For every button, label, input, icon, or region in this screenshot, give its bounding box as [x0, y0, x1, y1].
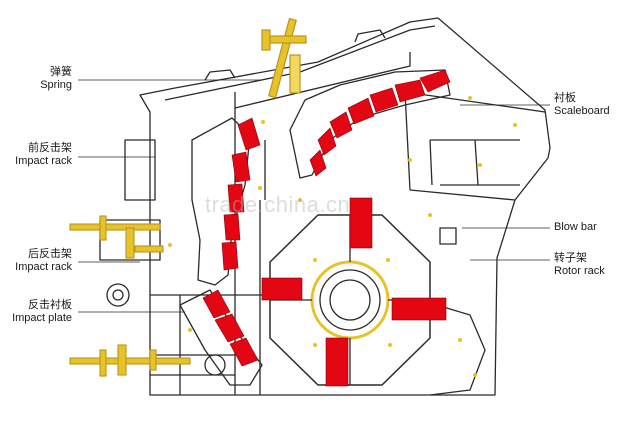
- liner-top-5: [329, 111, 353, 139]
- blow-bar-bottom: [325, 337, 349, 387]
- label-impact-plate: 反击衬板 Impact plate: [0, 299, 72, 325]
- label-rotor-rack-en: Rotor rack: [554, 265, 605, 277]
- liner-front-4: [223, 213, 241, 241]
- left-screw-upper: [69, 215, 164, 259]
- bottom-rack: [419, 299, 486, 396]
- label-rotor-rack-cn: 转子架: [554, 252, 587, 264]
- label-rear-impact-rack-en: Impact rack: [15, 261, 72, 273]
- liner-top-1: [419, 69, 451, 93]
- bolt-dots: [168, 96, 517, 377]
- label-front-impact-rack-cn: 前反击架: [28, 142, 72, 154]
- label-impact-plate-cn: 反击衬板: [28, 299, 72, 311]
- scaleboard-liners: [404, 91, 546, 201]
- top-handle-right: [354, 29, 386, 43]
- top-handle-left: [204, 69, 236, 81]
- blow-bar-top: [349, 197, 373, 249]
- crusher-housing: [139, 17, 551, 396]
- right-latch: [439, 227, 457, 245]
- label-spring-cn: 弹簧: [50, 66, 72, 78]
- label-scaleboard: 衬板 Scaleboard: [554, 92, 610, 118]
- liner-front-5: [221, 241, 239, 271]
- liner-front-3: [227, 183, 245, 213]
- label-blow-bar-en: Blow bar: [554, 221, 597, 233]
- label-front-impact-rack-en: Impact rack: [15, 155, 72, 167]
- left-pivot: [106, 283, 130, 307]
- label-spring-en: Spring: [40, 79, 72, 91]
- bottom-pivot: [204, 354, 226, 376]
- left-pivot-inner: [112, 289, 124, 301]
- red-liners: [202, 69, 451, 387]
- left-screw-lower: [69, 344, 191, 377]
- liner-rear-1: [202, 289, 231, 319]
- label-rotor-rack: 转子架 Rotor rack: [554, 252, 605, 278]
- watermark-text: trade.china.cn: [205, 192, 351, 217]
- label-scaleboard-en: Scaleboard: [554, 105, 610, 117]
- left-bracket-upper: [124, 139, 156, 201]
- top-cover: [164, 25, 436, 101]
- upper-impact-curve: [289, 69, 451, 179]
- liner-front-1: [237, 117, 261, 151]
- label-front-impact-rack: 前反击架 Impact rack: [0, 142, 72, 168]
- liner-top-7: [309, 149, 327, 177]
- rotor-outer: [310, 260, 390, 340]
- blow-bar-left: [261, 277, 303, 301]
- rotor-shaft: [329, 279, 371, 321]
- liner-front-2: [231, 151, 251, 183]
- inner-top-plate: [234, 52, 411, 109]
- label-blow-bar: Blow bar: [554, 221, 597, 234]
- spring-assembly: [261, 17, 307, 99]
- liner-top-6: [317, 127, 337, 156]
- label-rear-impact-rack: 后反击架 Impact rack: [0, 248, 72, 274]
- liner-rear-3: [229, 337, 259, 367]
- label-spring: 弹簧 Spring: [22, 66, 72, 92]
- liner-top-2: [394, 79, 426, 103]
- rotor-mid: [319, 269, 381, 331]
- liner-rear-2: [214, 313, 245, 343]
- blow-bar-right: [391, 297, 447, 321]
- label-rear-impact-rack-cn: 后反击架: [28, 248, 72, 260]
- liner-top-3: [369, 87, 399, 113]
- bottom-linkage: [150, 354, 235, 376]
- label-scaleboard-cn: 衬板: [554, 92, 576, 104]
- leader-lines: [78, 79, 550, 313]
- label-impact-plate-en: Impact plate: [12, 312, 72, 324]
- liner-top-4: [347, 97, 375, 125]
